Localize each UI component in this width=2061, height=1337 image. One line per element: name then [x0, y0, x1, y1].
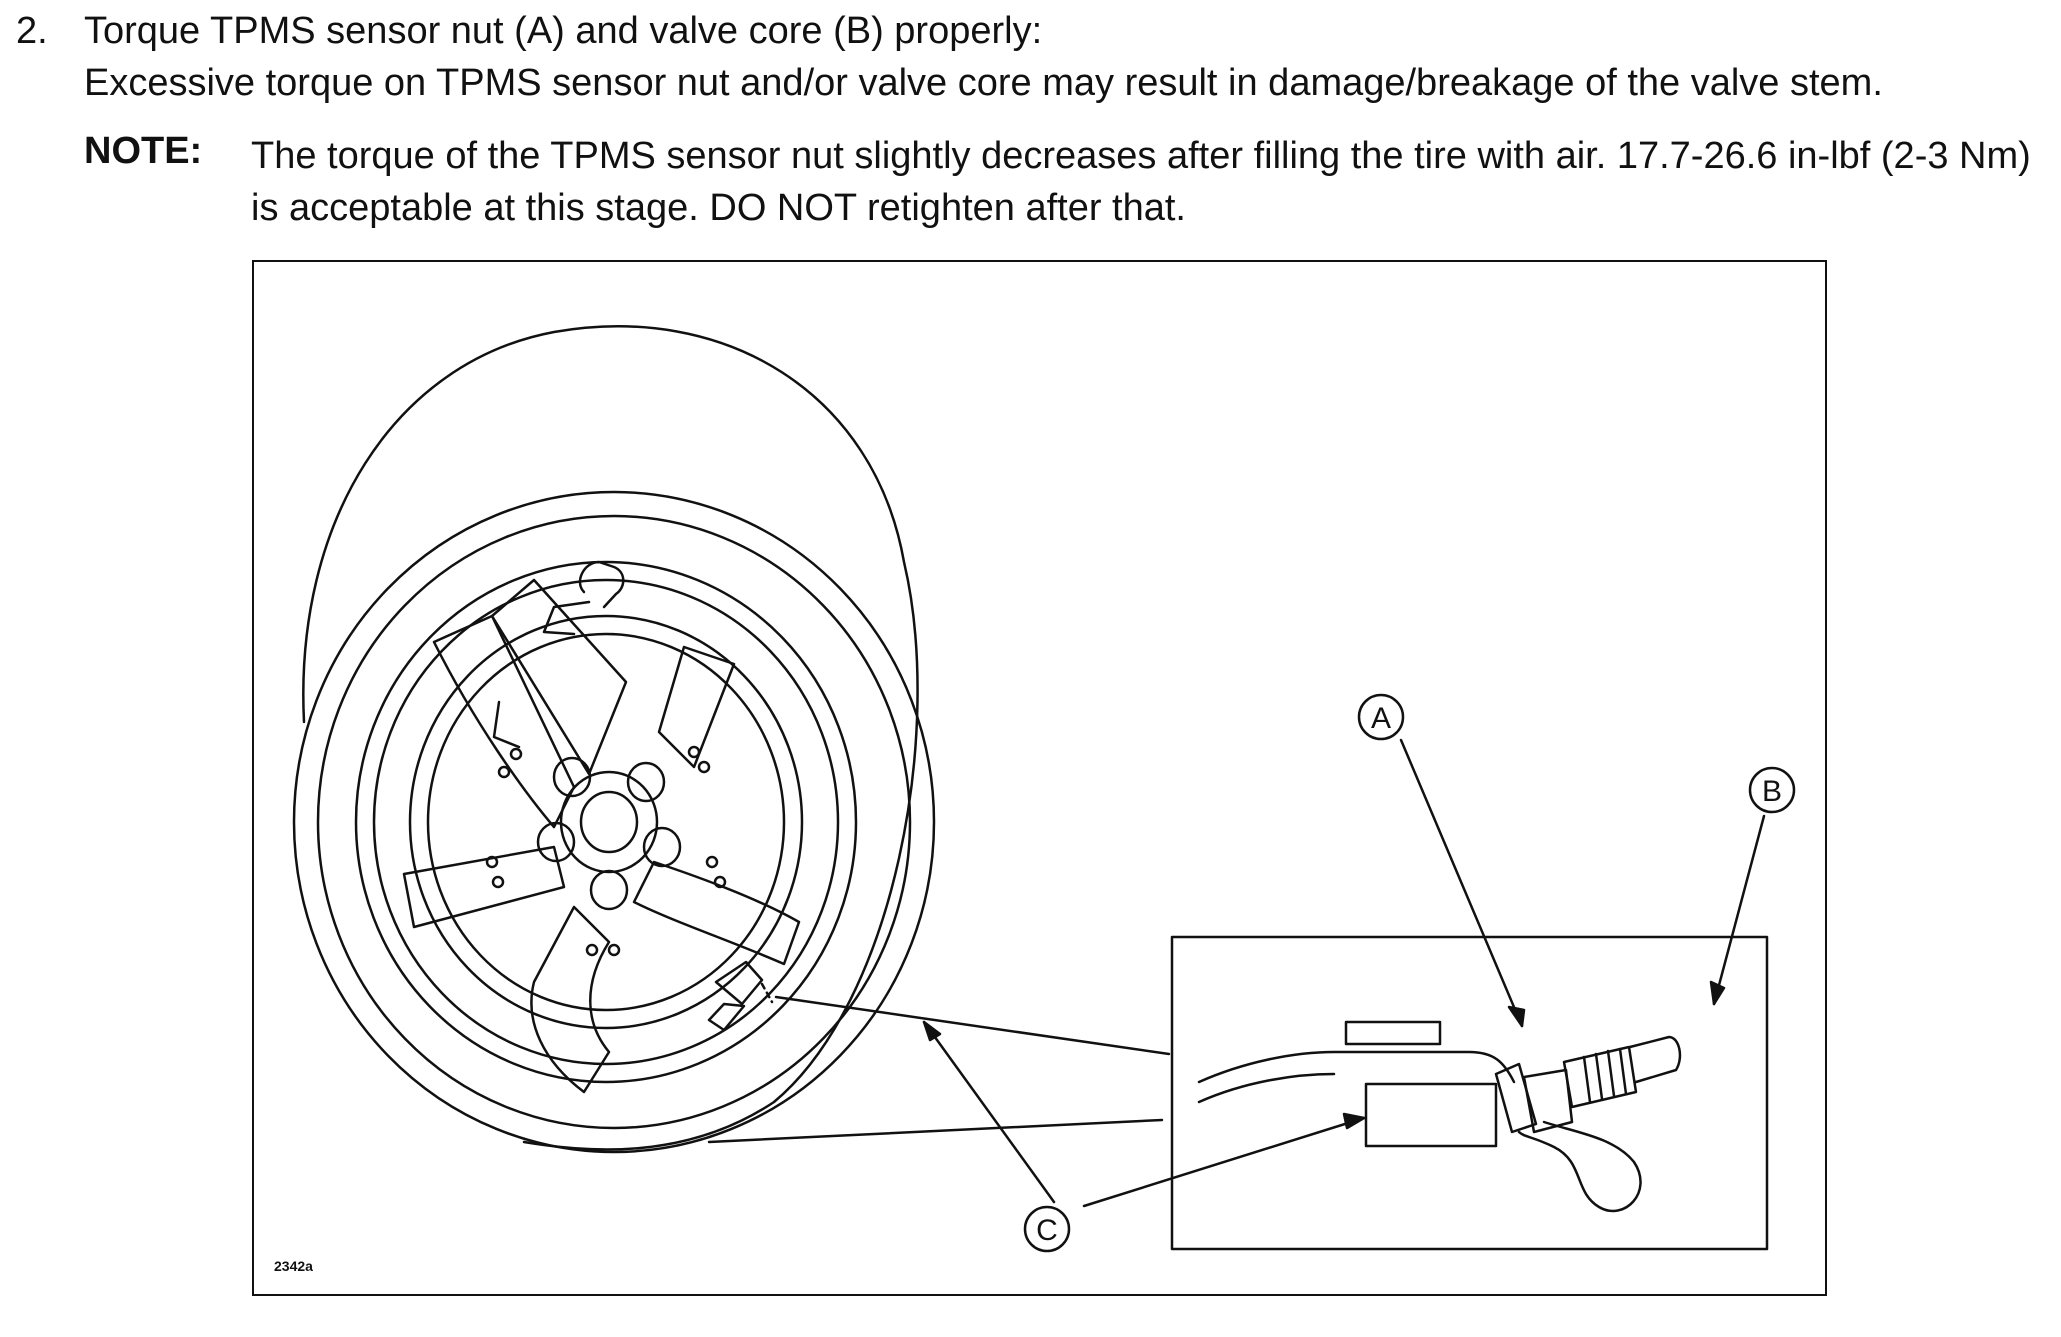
leader-lines: [707, 995, 1171, 1144]
wheel-hub: [485, 745, 727, 957]
callout-c-label: C: [1036, 1214, 1058, 1247]
callout-c: C: [1023, 1205, 1071, 1253]
callout-b-circle: [1748, 766, 1796, 814]
step-heading: 2. Torque TPMS sensor nut (A) and valve c…: [16, 10, 1042, 53]
callout-a: A: [1357, 693, 1405, 741]
step-number: 2.: [16, 10, 48, 52]
rim-drawing: [354, 560, 858, 1084]
callout-b-label: B: [1762, 775, 1782, 808]
note-text: The torque of the TPMS sensor nut slight…: [251, 135, 2031, 229]
wheel-spokes: [402, 578, 801, 1094]
pointer-arrows: [922, 738, 1766, 1208]
callout-a-circle: [1357, 693, 1405, 741]
brake-caliper: [492, 560, 625, 749]
callout-b: B: [1748, 766, 1796, 814]
callout-a-label: A: [1371, 702, 1391, 735]
detail-inset: [1170, 935, 1769, 1251]
figure-id: 2342a: [274, 1258, 313, 1274]
step-warning: Excessive torque on TPMS sensor nut and/…: [84, 62, 1883, 104]
callout-c-circle: [1023, 1205, 1071, 1253]
tpms-sensor-small: [707, 960, 774, 1032]
tire-drawing: [292, 325, 936, 1154]
figure-frame: A B C 2342a: [252, 260, 1827, 1296]
note-label: NOTE:: [84, 130, 203, 172]
tpms-wheel-illustration: A B C: [292, 325, 1796, 1253]
step-title: Torque TPMS sensor nut (A) and valve cor…: [84, 10, 1043, 52]
valve-stem-detail: [1197, 1020, 1682, 1213]
